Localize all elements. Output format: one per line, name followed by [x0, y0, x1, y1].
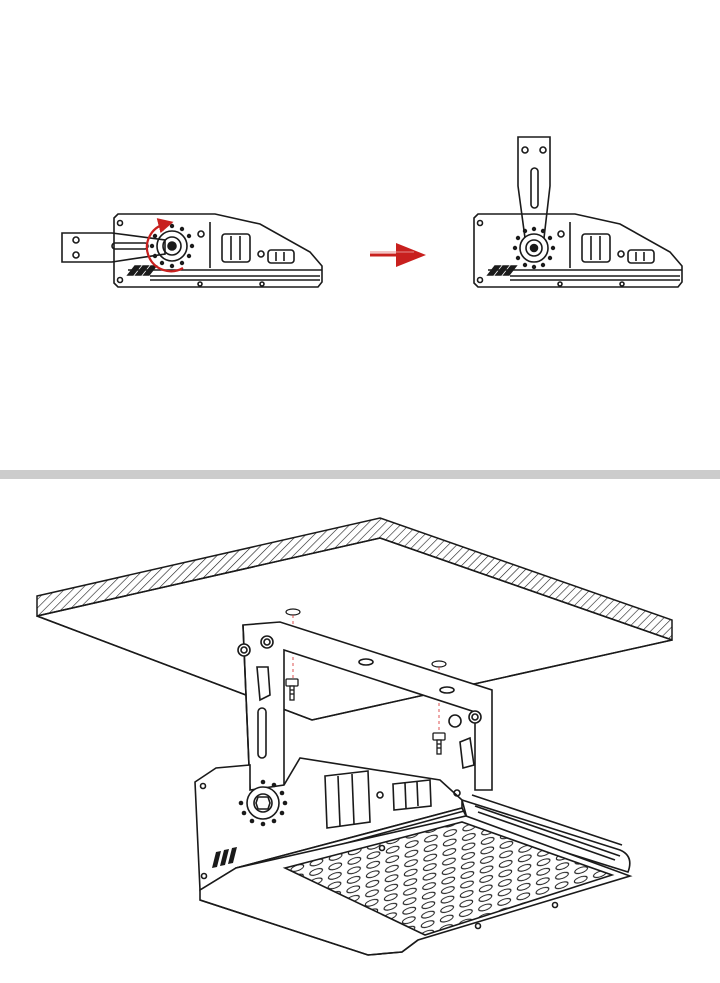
floodlight-fixture — [194, 757, 633, 956]
brand-logo-icon — [212, 847, 237, 868]
bracket-rotation-panel — [0, 0, 720, 470]
bracket-rotation-svg — [61, 136, 683, 288]
fixture-body — [113, 213, 323, 288]
mounting-bolt-icon — [432, 732, 446, 755]
mounting-bracket-vertical — [517, 136, 551, 239]
step-2-fixture — [473, 136, 683, 288]
mounting-bolt-icon — [285, 678, 299, 701]
arrow-right-icon — [370, 243, 426, 267]
ceiling-mount-svg — [36, 517, 673, 956]
section-divider — [0, 470, 720, 479]
pivot-gear-icon — [149, 223, 195, 269]
screw-icon — [197, 230, 205, 238]
brand-logo-icon — [126, 265, 158, 276]
vent-slots — [221, 233, 295, 264]
vent-slots — [324, 770, 461, 829]
rotate-arrow-icon — [145, 218, 184, 273]
perforated-lens — [282, 821, 615, 936]
ceiling-slab — [36, 517, 673, 721]
ceiling-mount-panel — [0, 479, 720, 983]
vent-slots — [581, 233, 655, 264]
pivot-gear-icon — [238, 779, 288, 827]
screw-icon — [257, 250, 265, 258]
fixture-body — [473, 213, 683, 288]
step-1-fixture — [61, 213, 323, 288]
brand-logo-icon — [486, 265, 518, 276]
pivot-gear-icon — [512, 226, 556, 270]
